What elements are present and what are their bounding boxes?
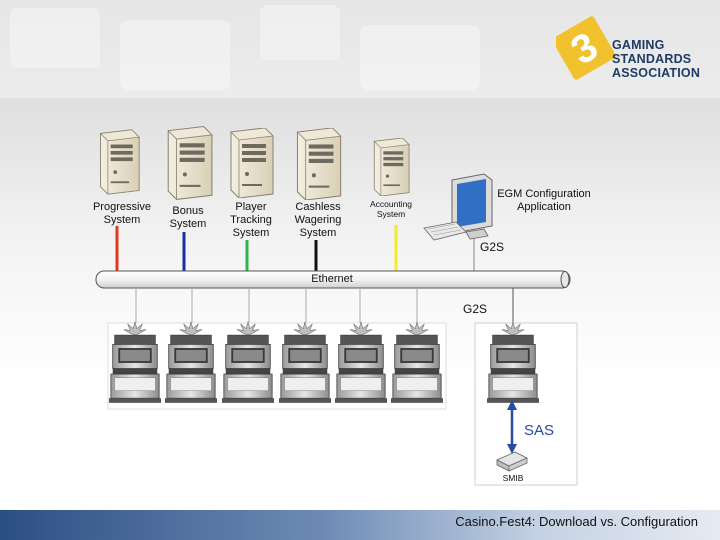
g2s-top-label: G2S <box>480 240 505 254</box>
g2s-bottom-label: G2S <box>463 302 488 316</box>
puzzle-piece <box>10 8 100 68</box>
sas-label: SAS <box>524 422 555 439</box>
progressive-system-label: Progressive System <box>92 201 152 226</box>
logo-line: STANDARDS <box>612 52 692 66</box>
footer-title: Casino.Fest4: Download vs. Configuration <box>455 514 698 529</box>
smib-device-icon <box>496 451 528 472</box>
accounting-system-label: Accounting System <box>369 199 413 219</box>
player-tracking-server-icon <box>230 128 274 198</box>
gsa-logo-icon: 3 <box>556 16 616 80</box>
bonus-system-label: Bonus System <box>169 205 207 230</box>
logo-line: ASSOCIATION <box>612 66 701 80</box>
ethernet-bus <box>95 270 571 289</box>
slot-bank-panel <box>107 322 447 410</box>
cashless-wagering-system-label: Cashless Wagering System <box>294 201 342 239</box>
ethernet-label: Ethernet <box>311 273 353 285</box>
puzzle-piece <box>260 5 340 60</box>
puzzle-piece <box>360 25 480 90</box>
workstation-icon <box>423 173 493 241</box>
cashless-server-icon <box>296 128 342 200</box>
logo-text: GAMING STANDARDS ASSOCIATION <box>612 38 700 80</box>
bonus-server-icon <box>167 126 213 200</box>
progressive-server-icon <box>100 129 140 195</box>
puzzle-piece <box>120 20 230 90</box>
smib-label: SMIB <box>502 473 524 483</box>
egm-config-label: EGM Configuration Application <box>497 188 591 213</box>
logo-line: GAMING <box>612 38 665 52</box>
accounting-server-icon <box>373 138 410 196</box>
footer-bar: Casino.Fest4: Download vs. Configuration <box>0 510 720 540</box>
player-tracking-system-label: Player Tracking System <box>230 201 272 239</box>
